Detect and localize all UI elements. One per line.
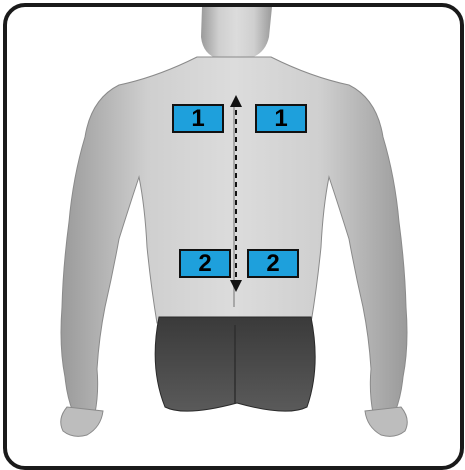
electrode-pad-2-right: 2 [247, 249, 299, 278]
diagram-frame: 1 1 2 2 [3, 3, 464, 470]
back-illustration [7, 7, 460, 466]
electrode-pad-1-right: 1 [255, 104, 307, 133]
electrode-pad-2-left: 2 [179, 249, 231, 278]
pad-label: 2 [198, 250, 211, 278]
pad-label: 1 [274, 105, 287, 133]
pad-label: 2 [266, 250, 279, 278]
right-hand [365, 407, 407, 436]
left-hand [61, 407, 103, 436]
electrode-pad-1-left: 1 [172, 104, 224, 133]
head [201, 7, 272, 59]
pad-label: 1 [191, 105, 204, 133]
